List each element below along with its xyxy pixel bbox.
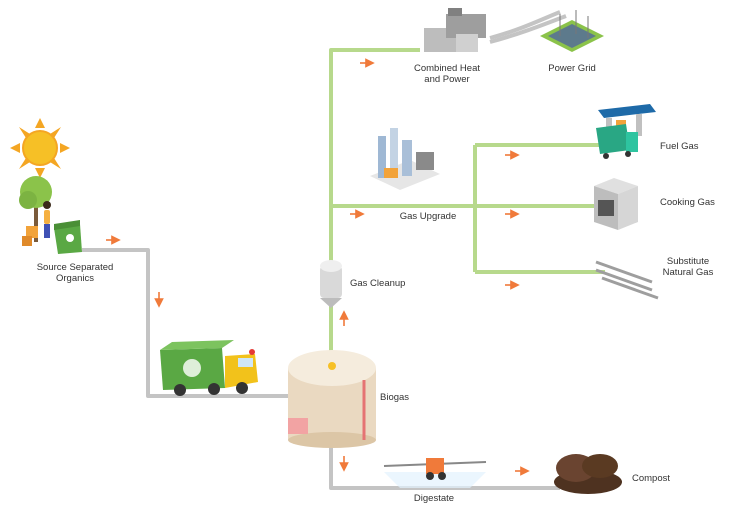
pipe-main-riser	[329, 48, 420, 355]
pipe-source-to-truck	[82, 248, 300, 398]
power-grid-icon	[540, 10, 604, 52]
label-fuel-gas: Fuel Gas	[660, 141, 699, 152]
label-gas-upgrade: Gas Upgrade	[399, 211, 457, 222]
label-chp: Combined Heat and Power	[413, 63, 480, 85]
sun-icon	[10, 118, 70, 178]
tree-icon	[19, 176, 52, 242]
label-power-grid: Power Grid	[548, 63, 596, 74]
label-compost: Compost	[632, 473, 671, 484]
label-cooking-gas: Cooking Gas	[660, 197, 715, 208]
label-digestate: Digestate	[413, 493, 455, 504]
gas-cleanup-vessel-icon	[320, 260, 342, 308]
chp-engine-icon	[424, 8, 486, 52]
person-icon	[43, 201, 51, 238]
label-substitute-natural-gas: Substitute Natural Gas	[662, 256, 714, 278]
sprayer-tractor-icon	[383, 458, 487, 488]
compost-pile-icon	[554, 454, 622, 494]
pipeline-icon	[595, 260, 659, 300]
compost-bin-icon	[54, 220, 82, 254]
pipe-digester-to-compost	[329, 440, 560, 490]
fuel-station-icon	[596, 104, 656, 159]
label-gas-cleanup: Gas Cleanup	[350, 278, 406, 289]
green-pipes	[329, 48, 610, 355]
gas-upgrade-plant-icon	[370, 128, 440, 190]
label-source-separated-organics: Source Separated Organics	[36, 262, 114, 284]
label-biogas: Biogas	[380, 392, 410, 403]
small-crate-icon	[22, 226, 38, 246]
garbage-truck-icon	[160, 340, 258, 396]
flow-arrows	[106, 58, 530, 476]
pipe-to-power-grid	[489, 10, 561, 40]
stove-icon	[594, 178, 638, 230]
digester-tank-icon	[288, 350, 376, 448]
